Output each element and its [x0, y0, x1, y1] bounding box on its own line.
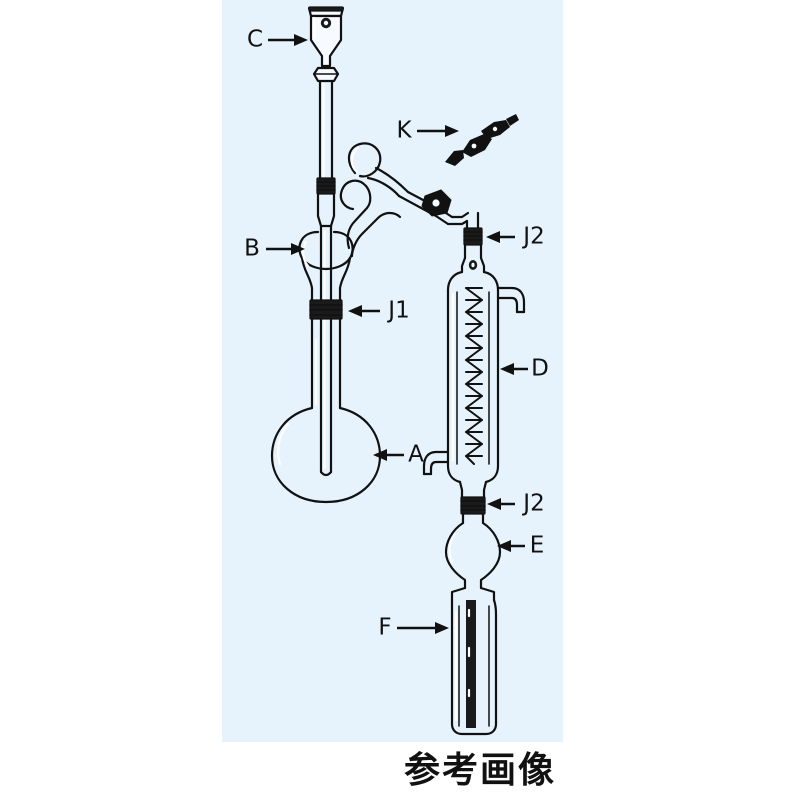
round-bottom-flask	[270, 332, 382, 504]
callout-J1: J1	[348, 298, 410, 324]
receiver-tube	[450, 586, 498, 736]
callout-J2-upper: J2	[486, 224, 545, 250]
top-stopper-funnel	[307, 6, 345, 83]
callout-K: K	[396, 118, 459, 144]
callout-A: A	[373, 442, 424, 468]
callout-label-F: F	[378, 615, 391, 641]
callout-E: E	[497, 533, 544, 559]
ground-glass-joint-flask	[309, 299, 343, 336]
clamp-detail-illustration	[445, 114, 519, 166]
coil-condenser	[422, 256, 526, 500]
inner-dip-tube	[319, 224, 333, 477]
callout-label-E: E	[530, 533, 545, 559]
callout-C: C	[247, 27, 308, 53]
callout-label-J2-lower: J2	[521, 491, 544, 517]
callout-D: D	[500, 356, 549, 382]
metal-joint-clamp	[421, 114, 519, 217]
apparatus-diagram: C K J2 B J1 D	[244, 6, 549, 736]
callout-F: F	[378, 615, 449, 641]
bulb-adapter	[444, 521, 502, 590]
ground-glass-joint-lower	[460, 496, 486, 525]
splash-head-bulb	[298, 230, 354, 302]
center-stem-tube	[318, 79, 334, 180]
reference-image-caption: 参考画像	[404, 750, 557, 791]
callout-label-K: K	[396, 118, 412, 144]
callout-label-J2-upper: J2	[521, 224, 544, 250]
callout-label-C: C	[247, 27, 263, 53]
callout-label-D: D	[531, 356, 549, 382]
callout-J2-lower: J2	[487, 491, 545, 517]
callout-label-A: A	[408, 442, 424, 468]
ground-glass-joint-upper	[463, 227, 483, 260]
callout-label-J1: J1	[386, 298, 409, 324]
callout-B: B	[244, 236, 305, 262]
stem-joint-upper	[316, 177, 336, 228]
callout-label-B: B	[244, 236, 260, 262]
vapour-side-arm	[339, 142, 480, 258]
